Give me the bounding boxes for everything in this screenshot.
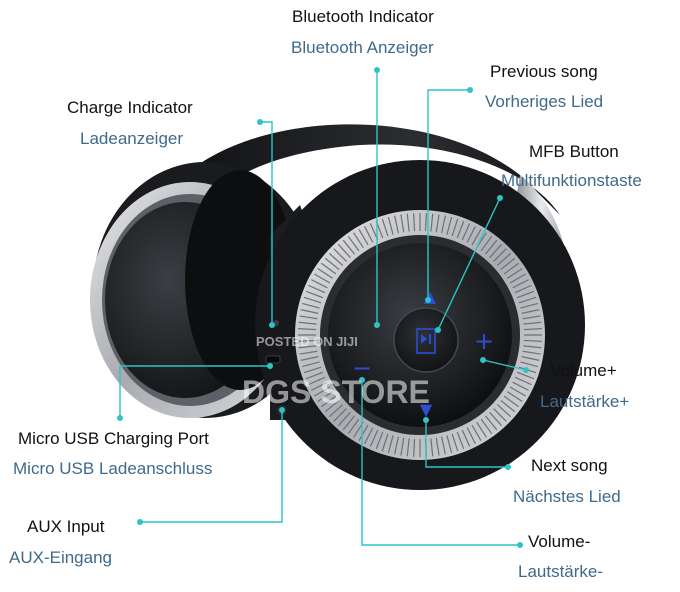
previous-song-icon: ▲ <box>424 287 437 306</box>
leader-volume-plus <box>482 359 527 371</box>
leader-charge <box>260 121 273 325</box>
charge-indicator-label: Charge Indicator <box>67 98 193 117</box>
aux-input-label: AUX Input <box>27 517 105 536</box>
leader-mfb <box>437 197 501 331</box>
previous-song-label: Previous song <box>490 62 598 81</box>
leader-previous <box>427 89 470 300</box>
watermark-line2: DGS STORE <box>242 374 430 410</box>
mfb-button-label-de: Multifunktionstaste <box>501 171 642 190</box>
leader-usb <box>119 365 270 418</box>
usb-port <box>265 355 281 364</box>
volume-plus-label: Volume+ <box>550 361 617 380</box>
micro-usb-port-label-de: Micro USB Ladeanschluss <box>13 459 213 478</box>
volume-plus-icon: + <box>474 327 494 355</box>
next-song-icon: ▼ <box>420 400 433 419</box>
watermark-line1: POSTED ON JIJI <box>256 334 358 349</box>
headband <box>185 124 560 215</box>
volume-plus-label-de: Lautstärke+ <box>540 392 630 411</box>
volume-minus-label: Volume- <box>528 532 591 551</box>
mfb-button-label: MFB Button <box>529 142 619 161</box>
aux-input-label-de: AUX-Eingang <box>9 548 113 567</box>
leader-volume-minus <box>361 380 520 546</box>
micro-usb-port-label: Micro USB Charging Port <box>18 429 209 448</box>
leader-dots <box>117 67 529 548</box>
mfb-button-ring <box>393 307 459 373</box>
leader-lines <box>119 70 527 546</box>
next-song-label-de: Nächstes Lied <box>513 487 621 506</box>
bluetooth-indicator-label-de: Bluetooth Anzeiger <box>291 38 434 57</box>
previous-song-label-de: Vorheriges Lied <box>485 92 604 111</box>
leader-next <box>425 420 508 468</box>
volume-minus-icon: − <box>352 354 372 382</box>
next-song-label: Next song <box>531 456 608 475</box>
charge-indicator-label-de: Ladeanzeiger <box>80 129 184 148</box>
play-pause-icon <box>416 328 436 354</box>
ring-ticks <box>298 213 542 457</box>
volume-minus-label-de: Lautstärke- <box>518 562 604 581</box>
leader-aux <box>140 410 283 523</box>
bluetooth-indicator-label: Bluetooth Indicator <box>292 7 434 26</box>
